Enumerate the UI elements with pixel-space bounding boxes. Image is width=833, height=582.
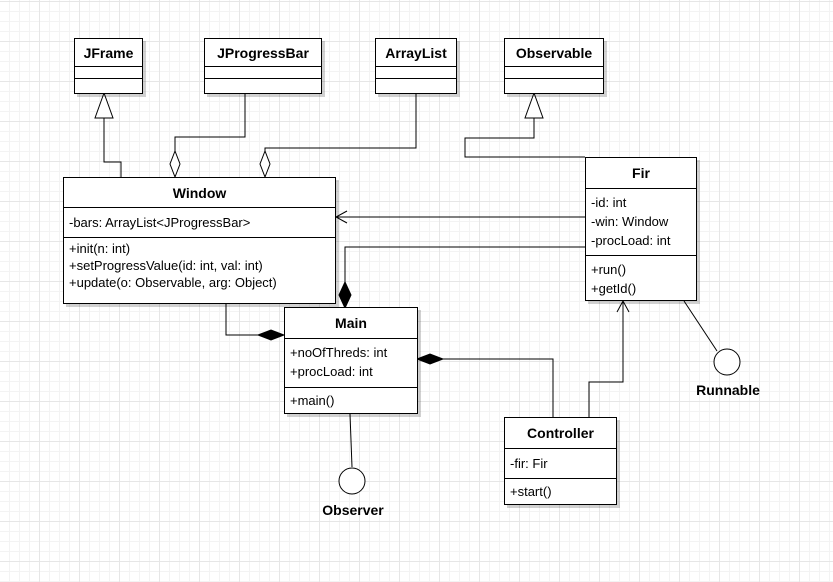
class-name: Observable xyxy=(505,39,603,67)
class-name: JProgressBar xyxy=(205,39,321,67)
operation: +run() xyxy=(591,262,627,277)
attribute: +noOfThreds: int xyxy=(290,345,388,360)
controller-main-composition-diamond xyxy=(415,353,445,365)
jprogressbar-aggregation-diamond xyxy=(169,149,181,179)
fir-main-composition-line xyxy=(344,246,585,282)
runnable-realization-line xyxy=(683,300,718,352)
class-controller[interactable]: Controller -fir: Fir +start() xyxy=(504,417,617,505)
operation-section xyxy=(376,79,456,93)
jprogressbar-aggregation-line xyxy=(174,93,246,151)
window-main-composition-line xyxy=(225,304,258,336)
window-main-composition-diamond xyxy=(256,329,286,341)
runnable-interface-icon xyxy=(713,348,741,376)
controller-fir-association-arrow xyxy=(616,299,630,313)
attribute: -id: int xyxy=(591,195,627,210)
operation: +start() xyxy=(510,484,552,499)
operation-section: +main() xyxy=(285,388,417,413)
operation: +init(n: int) xyxy=(69,241,131,256)
jframe-inheritance-line xyxy=(103,118,122,178)
arraylist-aggregation-line xyxy=(264,93,417,151)
controller-fir-association-line xyxy=(588,301,624,418)
operation-section: +init(n: int) +setProgressValue(id: int,… xyxy=(64,238,335,303)
attribute: -win: Window xyxy=(591,214,669,229)
arraylist-aggregation-diamond xyxy=(259,149,271,179)
attribute-section: -bars: ArrayList<JProgressBar> xyxy=(64,208,335,238)
observer-interface-label: Observer xyxy=(322,502,384,518)
attribute-section xyxy=(376,67,456,79)
operation-section: +start() xyxy=(505,479,616,504)
attribute: -fir: Fir xyxy=(510,456,548,471)
observer-interface-icon xyxy=(338,467,366,495)
attribute: -procLoad: int xyxy=(591,233,671,248)
observer-realization-line xyxy=(349,413,353,468)
operation: +main() xyxy=(290,393,335,408)
observable-inheritance-arrowhead xyxy=(524,91,544,119)
attribute-section: +noOfThreds: int +procLoad: int xyxy=(285,339,417,388)
operation: +setProgressValue(id: int, val: int) xyxy=(69,258,263,273)
operation-section xyxy=(75,79,142,93)
operation: +update(o: Observable, arg: Object) xyxy=(69,275,277,290)
fir-main-composition-diamond xyxy=(338,280,352,310)
class-main[interactable]: Main +noOfThreds: int +procLoad: int +ma… xyxy=(284,307,418,414)
class-name: JFrame xyxy=(75,39,142,67)
class-name: Fir xyxy=(586,158,696,189)
observable-inheritance-line xyxy=(464,118,585,158)
class-name: Main xyxy=(285,308,417,339)
class-name: ArrayList xyxy=(376,39,456,67)
operation-section xyxy=(205,79,321,93)
attribute-section: -fir: Fir xyxy=(505,449,616,479)
attribute: -bars: ArrayList<JProgressBar> xyxy=(69,215,251,230)
fir-window-association-arrow xyxy=(334,210,348,224)
operation: +getId() xyxy=(591,281,637,296)
class-name: Controller xyxy=(505,418,616,449)
jframe-inheritance-arrowhead xyxy=(94,91,114,119)
attribute-section: -id: int -win: Window -procLoad: int xyxy=(586,189,696,256)
class-window[interactable]: Window -bars: ArrayList<JProgressBar> +i… xyxy=(63,177,336,304)
runnable-interface-label: Runnable xyxy=(696,382,760,398)
controller-main-composition-line xyxy=(443,358,554,418)
class-name: Window xyxy=(64,178,335,208)
attribute-section xyxy=(205,67,321,79)
attribute-section xyxy=(505,67,603,79)
class-jprogressbar[interactable]: JProgressBar xyxy=(204,38,322,94)
operation-section: +run() +getId() xyxy=(586,256,696,300)
attribute-section xyxy=(75,67,142,79)
class-arraylist[interactable]: ArrayList xyxy=(375,38,457,94)
class-jframe[interactable]: JFrame xyxy=(74,38,143,94)
class-fir[interactable]: Fir -id: int -win: Window -procLoad: int… xyxy=(585,157,697,301)
attribute: +procLoad: int xyxy=(290,364,373,379)
operation-section xyxy=(505,79,603,93)
class-observable[interactable]: Observable xyxy=(504,38,604,94)
